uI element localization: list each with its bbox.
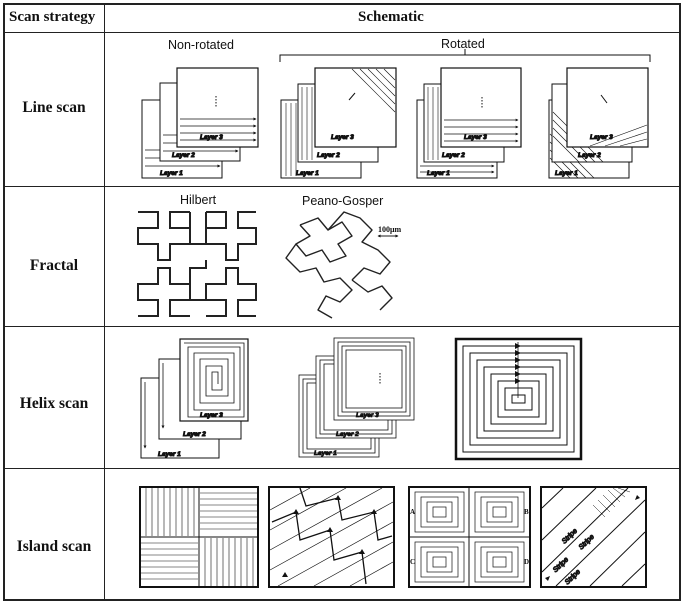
hilbert-curve [137,211,257,317]
label-layer-2: Layer 2 [336,431,359,438]
label-layer-3: Layer 3 [200,134,223,141]
row-divider [3,468,681,470]
label-layer-1: Layer 1 [160,170,183,177]
label-layer-3: Layer 3 [356,412,379,419]
rotated-bracket [279,54,651,62]
caption-peano-gosper: Peano-Gosper [302,194,384,208]
row-label-line-scan: Line scan [22,99,86,116]
label-layer-1: Layer 1 [314,450,337,457]
table-border-right [679,3,681,601]
label-layer-1: Layer 1 [427,170,450,177]
label-layer-3: Layer 3 [200,412,223,419]
line-scan-rotated-1: Layer 1 Layer 2 Layer 3 [280,67,397,179]
island-scan-checkerboard [139,486,259,588]
caption-rotated: Rotated [441,37,485,51]
island-scan-stripes: Stripe Stripe Stripe Stripe [540,486,647,588]
helix-scan-concentric [454,337,583,461]
island-label-c: C [410,558,415,566]
stripe-label: Stripe [564,569,582,587]
label-layer-2: Layer 2 [317,152,340,159]
row-divider [3,32,681,34]
table-border-bottom [3,599,681,601]
island-label-a: A [410,508,415,516]
label-layer-3: Layer 3 [464,134,487,141]
line-scan-rotated-2: Layer 1 Layer 2 Layer 3 [416,67,522,179]
row-divider [3,186,681,188]
label-layer-2: Layer 2 [442,152,465,159]
stripe-label: Stripe [578,534,596,552]
peano-gosper-curve [285,211,393,319]
row-label-helix-scan: Helix scan [19,395,89,412]
line-scan-non-rotated: Layer 1 Layer 2 Layer 3 [141,67,259,179]
header-schematic: Schematic [358,9,424,25]
scale-bar: 100μm [377,225,402,238]
label-layer-3: Layer 3 [590,134,613,141]
label-layer-2: Layer 2 [183,431,206,438]
row-label-island-scan: Island scan [16,538,92,555]
label-layer-3: Layer 3 [331,134,354,141]
label-layer-1: Layer 1 [296,170,319,177]
header-scan-strategy: Scan strategy [9,9,96,25]
island-label-d: D [524,558,529,566]
strategy-table [3,3,681,601]
label-layer-2: Layer 2 [578,152,601,159]
caption-hilbert: Hilbert [180,193,217,207]
label-layer-2: Layer 2 [172,152,195,159]
label-layer-1: Layer 1 [158,451,181,458]
scale-label: 100μm [378,225,402,234]
row-divider [3,326,681,328]
column-divider [104,3,106,601]
line-scan-rotated-3: Layer 1 Layer 2 Layer 3 [548,67,649,179]
caption-non-rotated: Non-rotated [168,38,235,52]
helix-scan-layers: Layer 1 Layer 2 Layer 3 [140,338,249,459]
label-layer-1: Layer 1 [555,170,578,177]
table-border-top [3,3,681,5]
island-label-b: B [524,508,529,516]
stripe-label: Stripe [561,528,579,546]
row-label-fractal: Fractal [29,257,79,274]
table-border-left [3,3,5,601]
helix-scan-nested: Layer 1 Layer 2 Layer 3 [298,337,415,458]
island-scan-islands: A B C D [408,486,531,588]
island-scan-diagonal [268,486,395,588]
